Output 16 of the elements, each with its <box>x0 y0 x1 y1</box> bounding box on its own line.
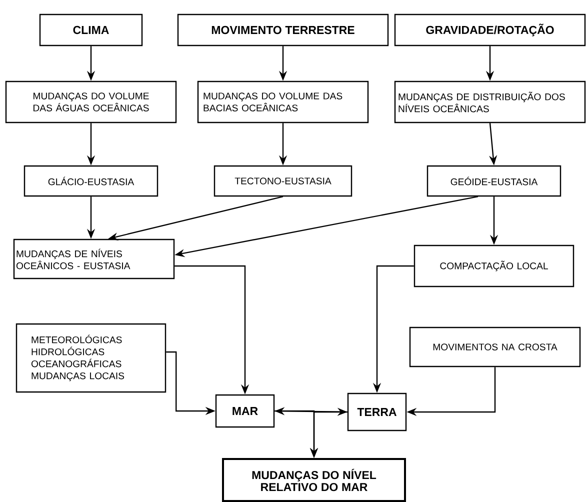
process-box: GEÓIDE-EUSTASIA <box>426 165 562 197</box>
process-box: MOVIMENTOS NA CROSTA <box>409 326 581 368</box>
land-box: TERRA <box>347 392 407 432</box>
process-box: GRAVIDADE/ROTAÇÃO <box>394 14 586 46</box>
process-box: MOVIMENTO TERRESTRE <box>177 14 389 46</box>
process-box: GLÁCIO-EUSTASIA <box>24 165 158 197</box>
process-box: COMPACTAÇÃO LOCAL <box>414 244 574 288</box>
sea-box: MAR <box>215 394 275 428</box>
process-box: TECTONO-EUSTASIA <box>214 165 352 197</box>
result-box: MUDANÇAS DO NÍVEL RELATIVO DO MAR <box>222 458 406 502</box>
process-box: MUDANÇAS DO VOLUME DAS ÁGUAS OCEÂNICAS <box>5 80 177 124</box>
process-box: MUDANÇAS DE NÍVEIS OCEÂNICOS - EUSTASIA <box>13 238 175 280</box>
process-box: MUDANÇAS DO VOLUME DAS BACIAS OCEÂNICAS <box>197 80 369 124</box>
process-box: CLIMA <box>39 14 143 46</box>
process-box: MUDANÇAS DE DISTRIBUIÇÃO DOS NÍVEIS OCEÂNICAS <box>394 80 586 124</box>
process-box: METEOROLÓGICAS HIDROLÓGICAS OCEANOGRÁFICAS MUDANÇAS LOCAIS <box>16 323 166 393</box>
